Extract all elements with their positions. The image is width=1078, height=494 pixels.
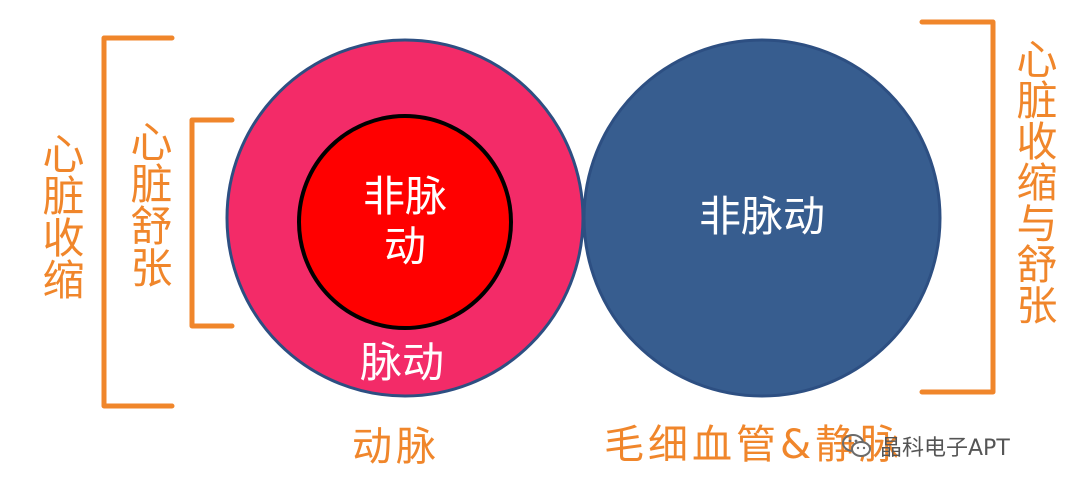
artery-caption: 动脉: [352, 424, 440, 470]
right-label: 心脏收缩与舒张: [1009, 38, 1057, 325]
watermark: 晶科电子APT: [842, 430, 1010, 462]
capillary-vein-inner-label: 非脉动: [698, 192, 825, 241]
right-bracket: [919, 19, 996, 395]
left-inner-bracket: [189, 117, 235, 329]
left-outer-label: 心脏收缩: [36, 132, 85, 300]
capillary-vein-caption: 毛细血管&静脉: [604, 422, 904, 468]
wechat-icon: [842, 434, 871, 457]
watermark-text: 晶科电子APT: [880, 436, 1010, 461]
artery-ring-label: 脉动: [360, 338, 445, 387]
artery-inner-circle: [297, 114, 513, 330]
left-outer-bracket: [101, 35, 175, 409]
artery-inner-label: 非脉动: [362, 172, 447, 271]
left-inner-label: 心脏舒张: [124, 120, 173, 288]
